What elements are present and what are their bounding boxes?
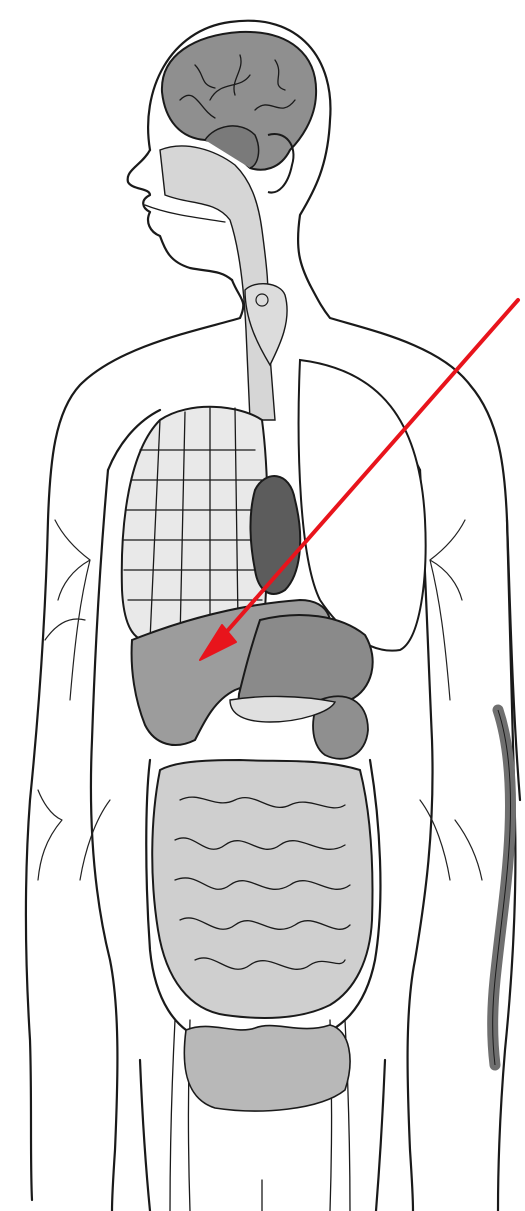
intestines: [146, 760, 380, 1040]
bladder: [184, 1025, 350, 1111]
airway: [145, 146, 287, 420]
